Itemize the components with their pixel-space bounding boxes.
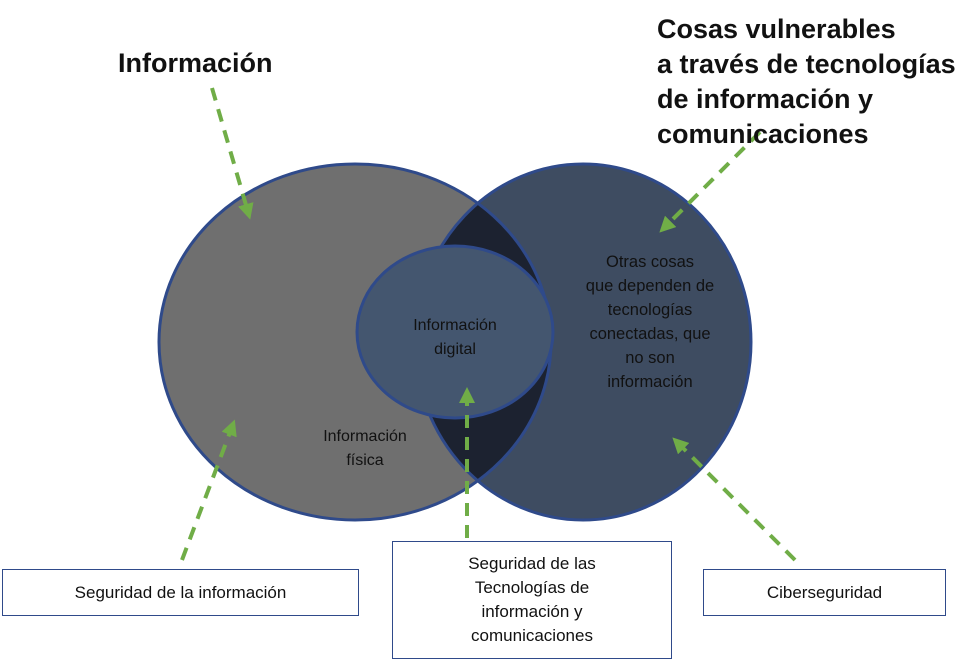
cosas-vulnerables-heading: Cosas vulnerables a través de tecnología… <box>657 14 956 149</box>
seguridad-informacion-box: Seguridad de la información <box>2 569 359 616</box>
otras-cosas-label: Otras cosas que dependen de tecnologías … <box>585 253 715 391</box>
seguridad-tic-box: Seguridad de las Tecnologías de informac… <box>392 541 672 659</box>
informacion-digital-label: Información digital <box>413 317 497 358</box>
arrow-ciberseguridad <box>672 437 797 562</box>
informacion-fisica-label: Información física <box>323 428 407 469</box>
digital-information-circle <box>355 244 555 420</box>
arrow-informacion <box>210 87 254 220</box>
ciberseguridad-box: Ciberseguridad <box>703 569 946 616</box>
arrow-seguridad-informacion <box>180 419 237 561</box>
informacion-heading: Información <box>118 48 273 78</box>
arrow-cosas-vulnerables <box>659 130 762 233</box>
